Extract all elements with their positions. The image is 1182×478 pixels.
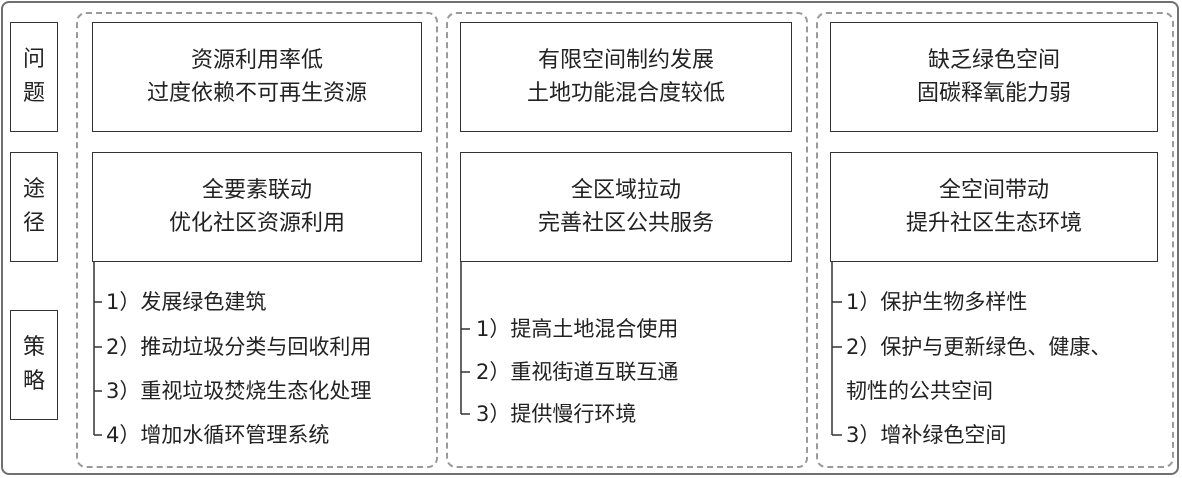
row-label-char: 题	[22, 81, 45, 106]
column-group-space	[446, 12, 808, 468]
box-line: 土地功能混合度较低	[526, 81, 725, 106]
row-label-char: 径	[22, 211, 45, 236]
row-label-strategy: 策 略	[10, 310, 58, 420]
row-label-problem: 问 题	[10, 22, 58, 132]
approach-box-space: 全区域拉动 完善社区公共服务	[460, 152, 792, 262]
row-label-char: 途	[22, 177, 45, 202]
column-group-resource	[76, 12, 438, 468]
row-label-char: 略	[22, 369, 45, 394]
strategy-item-continued: 韧性的公共空间	[846, 379, 993, 403]
box-line: 缺乏绿色空间	[927, 48, 1060, 73]
problem-box-green: 缺乏绿色空间 固碳释氧能力弱	[830, 22, 1158, 132]
row-label-char: 策	[22, 335, 45, 360]
problem-box-resource: 资源利用率低 过度依赖不可再生资源	[92, 22, 422, 132]
strategy-item: 1）发展绿色建筑	[106, 290, 267, 314]
box-line: 提升社区生态环境	[905, 211, 1082, 236]
approach-box-green: 全空间带动 提升社区生态环境	[830, 152, 1158, 262]
column-group-green	[816, 12, 1174, 468]
strategy-item: 2）保护与更新绿色、健康、	[846, 335, 1112, 359]
strategy-item: 3）提供慢行环境	[476, 402, 637, 426]
approach-box-resource: 全要素联动 优化社区资源利用	[92, 152, 422, 262]
strategy-item: 3）增补绿色空间	[846, 423, 1007, 447]
strategy-item: 4）增加水循环管理系统	[106, 423, 330, 447]
box-line: 全要素联动	[201, 178, 312, 203]
box-line: 完善社区公共服务	[537, 211, 714, 236]
box-line: 全区域拉动	[570, 178, 681, 203]
box-line: 固碳释氧能力弱	[916, 81, 1071, 106]
box-line: 资源利用率低	[190, 48, 323, 73]
row-label-char: 问	[22, 47, 45, 72]
strategy-item: 1）保护生物多样性	[846, 290, 1028, 314]
strategy-item: 2）重视街道互联互通	[476, 360, 679, 384]
problem-box-space: 有限空间制约发展 土地功能混合度较低	[460, 22, 792, 132]
box-line: 全空间带动	[938, 178, 1049, 203]
box-line: 有限空间制约发展	[537, 48, 714, 73]
box-line: 过度依赖不可再生资源	[146, 81, 367, 106]
strategy-item: 1）提高土地混合使用	[476, 317, 679, 341]
row-label-approach: 途 径	[10, 152, 58, 262]
strategy-item: 3）重视垃圾焚烧生态化处理	[106, 379, 372, 403]
strategy-item: 2）推动垃圾分类与回收利用	[106, 335, 372, 359]
box-line: 优化社区资源利用	[168, 211, 345, 236]
